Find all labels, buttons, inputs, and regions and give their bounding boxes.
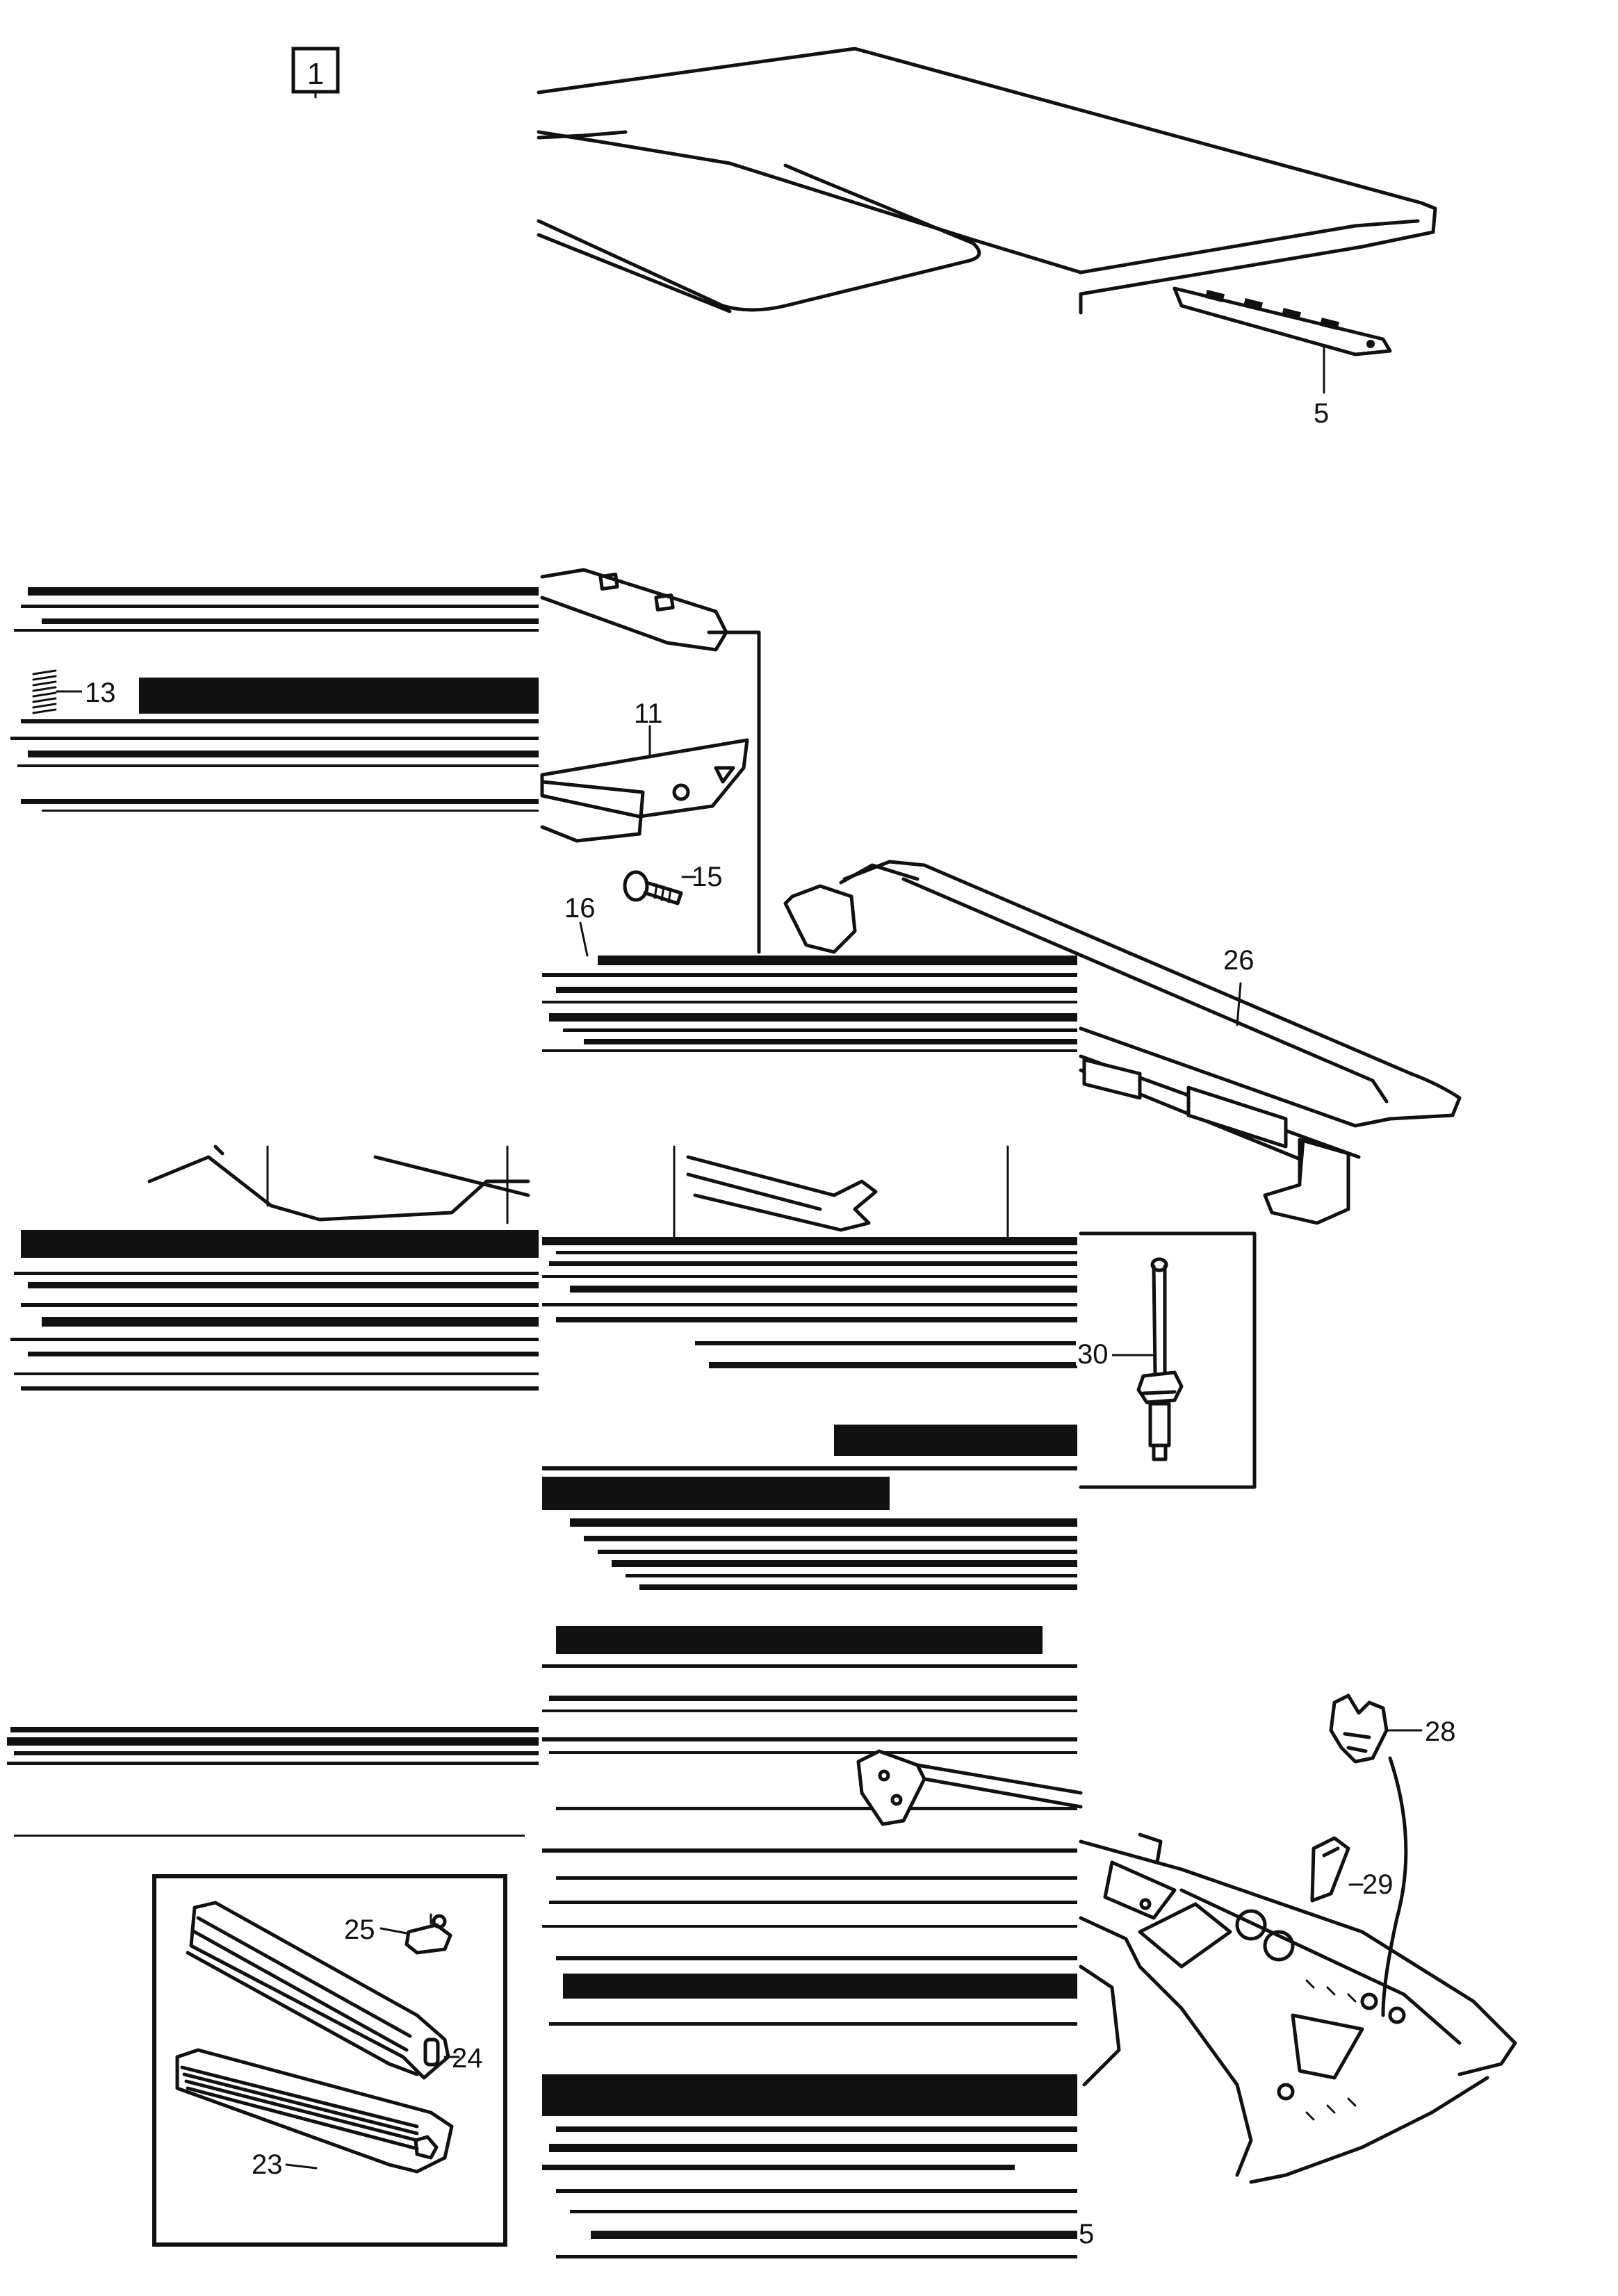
section-badge-label: 1: [307, 57, 324, 91]
scan-distortion-left-top: [10, 587, 539, 812]
rivet-box: [1079, 1231, 1257, 1489]
callout-24: 24: [452, 2043, 483, 2074]
rear-panel: [856, 1749, 1517, 2184]
roof-panel: [537, 47, 1437, 315]
scan-distortion-center: [542, 1237, 1077, 1712]
callout-28: 28: [1425, 1716, 1456, 1747]
callout-30: 30: [1077, 1339, 1109, 1370]
spring: [32, 669, 83, 714]
windshield-frame-member: [783, 860, 1462, 1225]
scan-distortion-center-lower: [542, 1737, 1077, 2258]
mid-left-fragment: [147, 1145, 530, 1224]
detail-box-upper: [540, 568, 761, 954]
callout-25: 25: [344, 1914, 375, 1945]
callout-29: 29: [1362, 1869, 1394, 1900]
seal-clip: [379, 1913, 452, 1955]
callout-15: 15: [692, 862, 723, 892]
seal-strip: [175, 2048, 454, 2174]
scan-distortion-left-lower: [7, 1727, 539, 1837]
clip: [1310, 1836, 1364, 1903]
retaining-clip: [1329, 1694, 1423, 2017]
callout-13: 13: [85, 678, 116, 708]
rivet: [1109, 1257, 1184, 1461]
center-profile: [673, 1145, 1009, 1245]
scan-distortion-left-mid: [10, 1230, 539, 1391]
door-seal-strip: [186, 1901, 460, 2080]
scan-distortion-mid-upper: [542, 956, 1077, 1052]
section-badge: 1: [291, 47, 340, 99]
callout-5-lower: 5: [1079, 2219, 1094, 2249]
roof-bracket: [1172, 286, 1392, 394]
callout-23: 23: [252, 2149, 283, 2180]
callout-26: 26: [1223, 945, 1255, 976]
callout-11: 11: [634, 698, 663, 729]
screw: [623, 870, 696, 905]
callout-16: 16: [564, 893, 596, 924]
reinforcement-bracket: [540, 725, 749, 843]
callout-5: 5: [1314, 398, 1329, 429]
